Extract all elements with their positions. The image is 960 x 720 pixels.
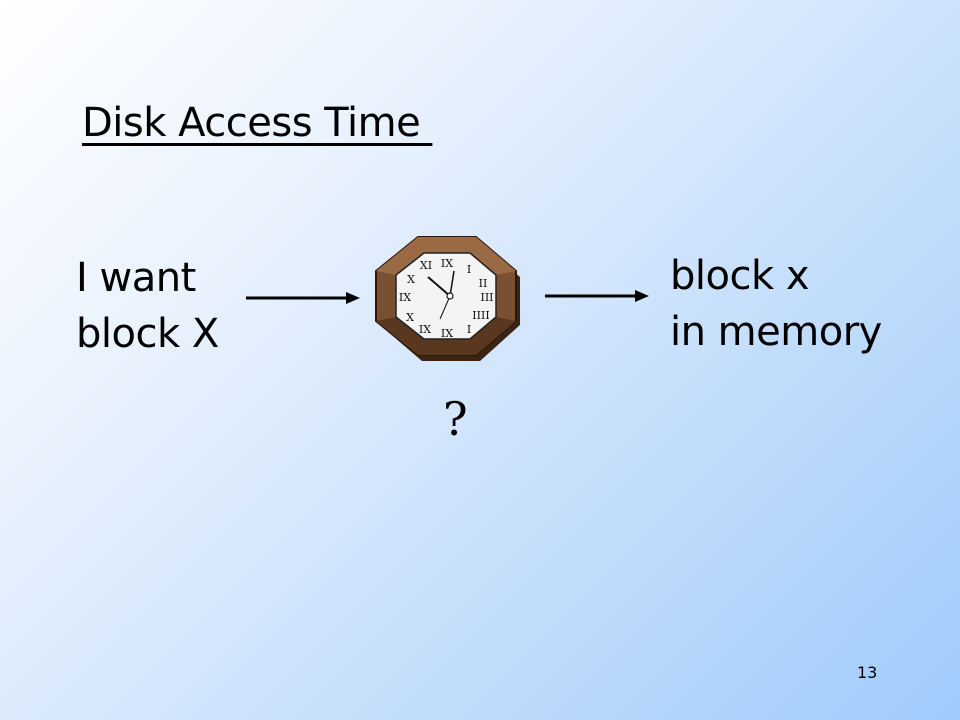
svg-text:X: X [406, 311, 414, 324]
left-arrow-icon [246, 292, 360, 304]
page-number: 13 [857, 663, 878, 682]
left-label-line-2: block X [76, 311, 219, 357]
right-arrow-icon [545, 290, 649, 302]
right-label-line-1: block x [670, 253, 810, 299]
svg-text:III: III [480, 291, 493, 304]
svg-text:IX: IX [441, 257, 453, 270]
left-label: I want block X [76, 250, 219, 362]
svg-text:I: I [467, 263, 471, 276]
clock-icon: IX I II III IIII I IX IX X IX X XI [375, 236, 520, 361]
svg-text:X: X [407, 273, 415, 286]
svg-text:II: II [479, 277, 488, 290]
left-label-line-1: I want [76, 255, 196, 301]
question-mark: ? [443, 392, 468, 446]
svg-text:XI: XI [420, 259, 432, 272]
svg-text:IX: IX [419, 323, 431, 336]
right-label: block x in memory [670, 248, 882, 360]
svg-text:I: I [467, 323, 471, 336]
svg-text:IIII: IIII [472, 309, 489, 322]
slide-title: Disk Access Time [82, 100, 433, 146]
right-label-line-2: in memory [670, 309, 882, 355]
svg-text:IX: IX [441, 327, 453, 340]
svg-text:IX: IX [399, 291, 411, 304]
